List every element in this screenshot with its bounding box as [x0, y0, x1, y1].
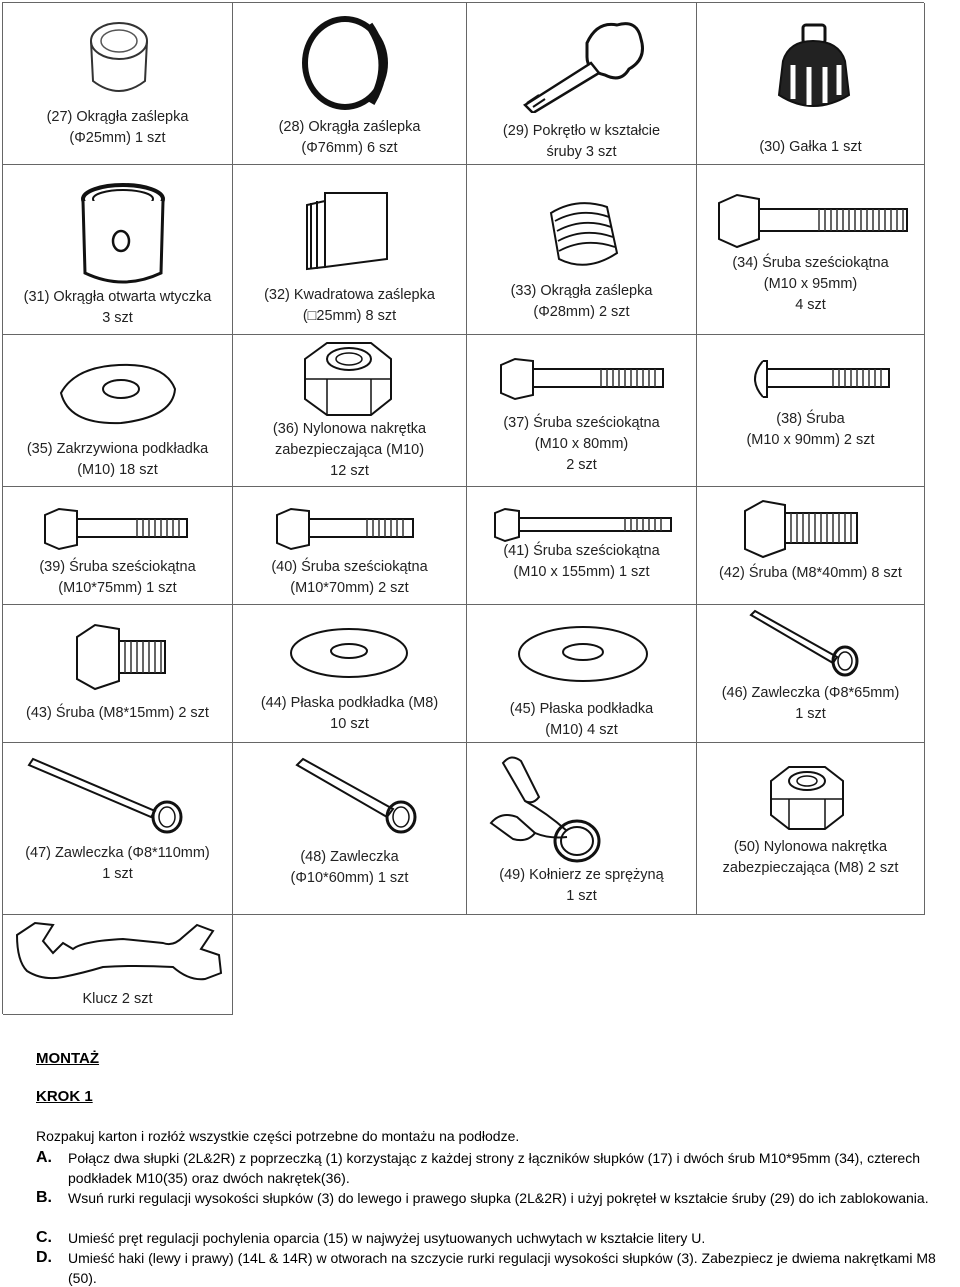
part-50: (50) Nylonowa nakrętka zabezpieczająca (…	[697, 743, 925, 915]
part-caption: (27) Okrągła zaślepka (Φ25mm) 1 szt	[46, 109, 189, 146]
part-35: (35) Zakrzywiona podkładka (M10) 18 szt	[3, 335, 233, 487]
assembly-title: MONTAŻ	[36, 1050, 100, 1067]
part-33: (33) Okrągła zaślepka (Φ28mm) 2 szt	[467, 165, 697, 335]
part-28: (28) Okrągła zaślepka (Φ76mm) 6 szt	[233, 3, 467, 165]
part-caption: (31) Okrągła otwarta wtyczka 3 szt	[23, 289, 212, 326]
part-caption: (28) Okrągła zaślepka (Φ76mm) 6 szt	[278, 119, 421, 156]
carriage-bolt-icon	[754, 360, 890, 398]
pin-icon	[749, 609, 859, 677]
step-letter: A.	[36, 1149, 52, 1166]
part-caption: (48) Zawleczka (Φ10*60mm) 1 szt	[290, 849, 409, 886]
round-cap-icon	[90, 22, 148, 92]
part-caption: (30) Gałka 1 szt	[759, 139, 862, 155]
part-caption: (50) Nylonowa nakrętka zabezpieczająca (…	[722, 839, 899, 876]
part-caption: (38) Śruba (M10 x 90mm) 2 szt	[746, 411, 875, 448]
spring-collar-icon	[489, 756, 601, 863]
step-title: KROK 1	[36, 1088, 93, 1105]
part-46: (46) Zawleczka (Φ8*65mm) 1 szt	[697, 605, 925, 743]
part-44: (44) Płaska podkładka (M8) 10 szt	[233, 605, 467, 743]
ribbed-cap-icon	[549, 202, 619, 266]
part-caption: (45) Płaska podkładka (M10) 4 szt	[509, 701, 654, 738]
step-text: Umieść pręt regulacji pochylenia oparcia…	[68, 1230, 706, 1246]
part-caption: (39) Śruba sześciokątna (M10*75mm) 1 szt	[39, 559, 196, 596]
nylon-nut-icon	[304, 342, 392, 416]
step-b: B. Wsuń rurki regulacji wysokości słupkó…	[36, 1188, 960, 1208]
step-d: D. Umieść haki (lewy i prawy) (14L & 14R…	[36, 1248, 960, 1287]
part-caption: (33) Okrągła zaślepka (Φ28mm) 2 szt	[510, 283, 653, 320]
short-hex-bolt-icon	[744, 499, 858, 559]
part-30: (30) Gałka 1 szt	[697, 3, 925, 165]
hex-bolt-icon	[500, 357, 664, 401]
part-caption: (44) Płaska podkładka (M8) 10 szt	[260, 695, 439, 732]
part-41: (41) Śruba sześciokątna (M10 x 155mm) 1 …	[467, 487, 697, 605]
open-plug-icon	[81, 183, 165, 284]
part-43: (43) Śruba (M8*15mm) 2 szt	[3, 605, 233, 743]
parts-grid: (27) Okrągła zaślepka (Φ25mm) 1 szt (28)…	[2, 2, 925, 1015]
step-letter: C.	[36, 1229, 52, 1246]
flat-washer-icon	[290, 628, 408, 678]
hex-bolt-icon	[276, 507, 414, 551]
part-caption: (36) Nylonowa nakrętka zabezpieczająca (…	[272, 421, 427, 479]
long-hex-bolt-icon	[494, 507, 672, 543]
intro-text: Rozpakuj karton i rozłóż wszystkie częśc…	[36, 1128, 520, 1144]
wrench-icon	[15, 921, 223, 981]
flat-washer-icon	[518, 626, 648, 682]
part-caption: (37) Śruba sześciokątna (M10 x 80mm) 2 s…	[503, 415, 660, 473]
part-caption: (41) Śruba sześciokątna (M10 x 155mm) 1 …	[503, 543, 660, 580]
part-caption: (49) Kołnierz ze sprężyną 1 szt	[499, 867, 664, 904]
part-caption: (47) Zawleczka (Φ8*110mm) 1 szt	[25, 845, 210, 882]
part-caption: (42) Śruba (M8*40mm) 8 szt	[719, 565, 902, 581]
part-caption: (34) Śruba sześciokątna (M10 x 95mm) 4 s…	[732, 255, 889, 313]
part-38: (38) Śruba (M10 x 90mm) 2 szt	[697, 335, 925, 487]
step-c: C. Umieść pręt regulacji pochylenia opar…	[36, 1228, 960, 1248]
part-47: (47) Zawleczka (Φ8*110mm) 1 szt	[3, 743, 233, 915]
part-36: (36) Nylonowa nakrętka zabezpieczająca (…	[233, 335, 467, 487]
part-48: (48) Zawleczka (Φ10*60mm) 1 szt	[233, 743, 467, 915]
hex-bolt-icon	[718, 193, 908, 249]
large-round-cap-icon	[302, 16, 388, 110]
part-37: (37) Śruba sześciokątna (M10 x 80mm) 2 s…	[467, 335, 697, 487]
step-text: Umieść haki (lewy i prawy) (14L & 14R) w…	[68, 1250, 936, 1286]
part-40: (40) Śruba sześciokątna (M10*70mm) 2 szt	[233, 487, 467, 605]
part-caption: (46) Zawleczka (Φ8*65mm) 1 szt	[721, 685, 900, 722]
part-wrench: Klucz 2 szt	[3, 915, 233, 1015]
part-31: (31) Okrągła otwarta wtyczka 3 szt	[3, 165, 233, 335]
part-49: (49) Kołnierz ze sprężyną 1 szt	[467, 743, 697, 915]
knob-icon	[777, 23, 851, 107]
part-caption: (40) Śruba sześciokątna (M10*70mm) 2 szt	[271, 559, 428, 596]
screw-knob-icon	[523, 22, 644, 113]
part-34: (34) Śruba sześciokątna (M10 x 95mm) 4 s…	[697, 165, 925, 335]
short-hex-bolt-icon	[76, 623, 166, 691]
part-caption: (32) Kwadratowa zaślepka (□25mm) 8 szt	[264, 287, 435, 324]
nylon-nut-icon	[770, 766, 844, 830]
step-letter: D.	[36, 1249, 52, 1266]
hex-bolt-icon	[44, 507, 188, 551]
square-cap-icon	[306, 192, 388, 271]
part-27: (27) Okrągła zaślepka (Φ25mm) 1 szt	[3, 3, 233, 165]
part-32: (32) Kwadratowa zaślepka (□25mm) 8 szt	[233, 165, 467, 335]
step-letter: B.	[36, 1189, 52, 1206]
part-caption: (29) Pokrętło w kształcie śruby 3 szt	[502, 123, 661, 160]
pin-icon	[295, 757, 417, 834]
part-39: (39) Śruba sześciokątna (M10*75mm) 1 szt	[3, 487, 233, 605]
part-caption: (35) Zakrzywiona podkładka (M10) 18 szt	[26, 441, 209, 478]
step-text: Wsuń rurki regulacji wysokości słupków (…	[68, 1190, 929, 1206]
part-42: (42) Śruba (M8*40mm) 8 szt	[697, 487, 925, 605]
curved-washer-icon	[59, 363, 177, 425]
part-caption: Klucz 2 szt	[82, 991, 153, 1007]
part-caption: (43) Śruba (M8*15mm) 2 szt	[26, 705, 209, 721]
step-a: A. Połącz dwa słupki (2L&2R) z poprzeczk…	[36, 1148, 960, 1188]
part-45: (45) Płaska podkładka (M10) 4 szt	[467, 605, 697, 743]
step-text: Połącz dwa słupki (2L&2R) z poprzeczką (…	[68, 1150, 920, 1186]
part-29: (29) Pokrętło w kształcie śruby 3 szt	[467, 3, 697, 165]
pin-icon	[27, 757, 183, 834]
